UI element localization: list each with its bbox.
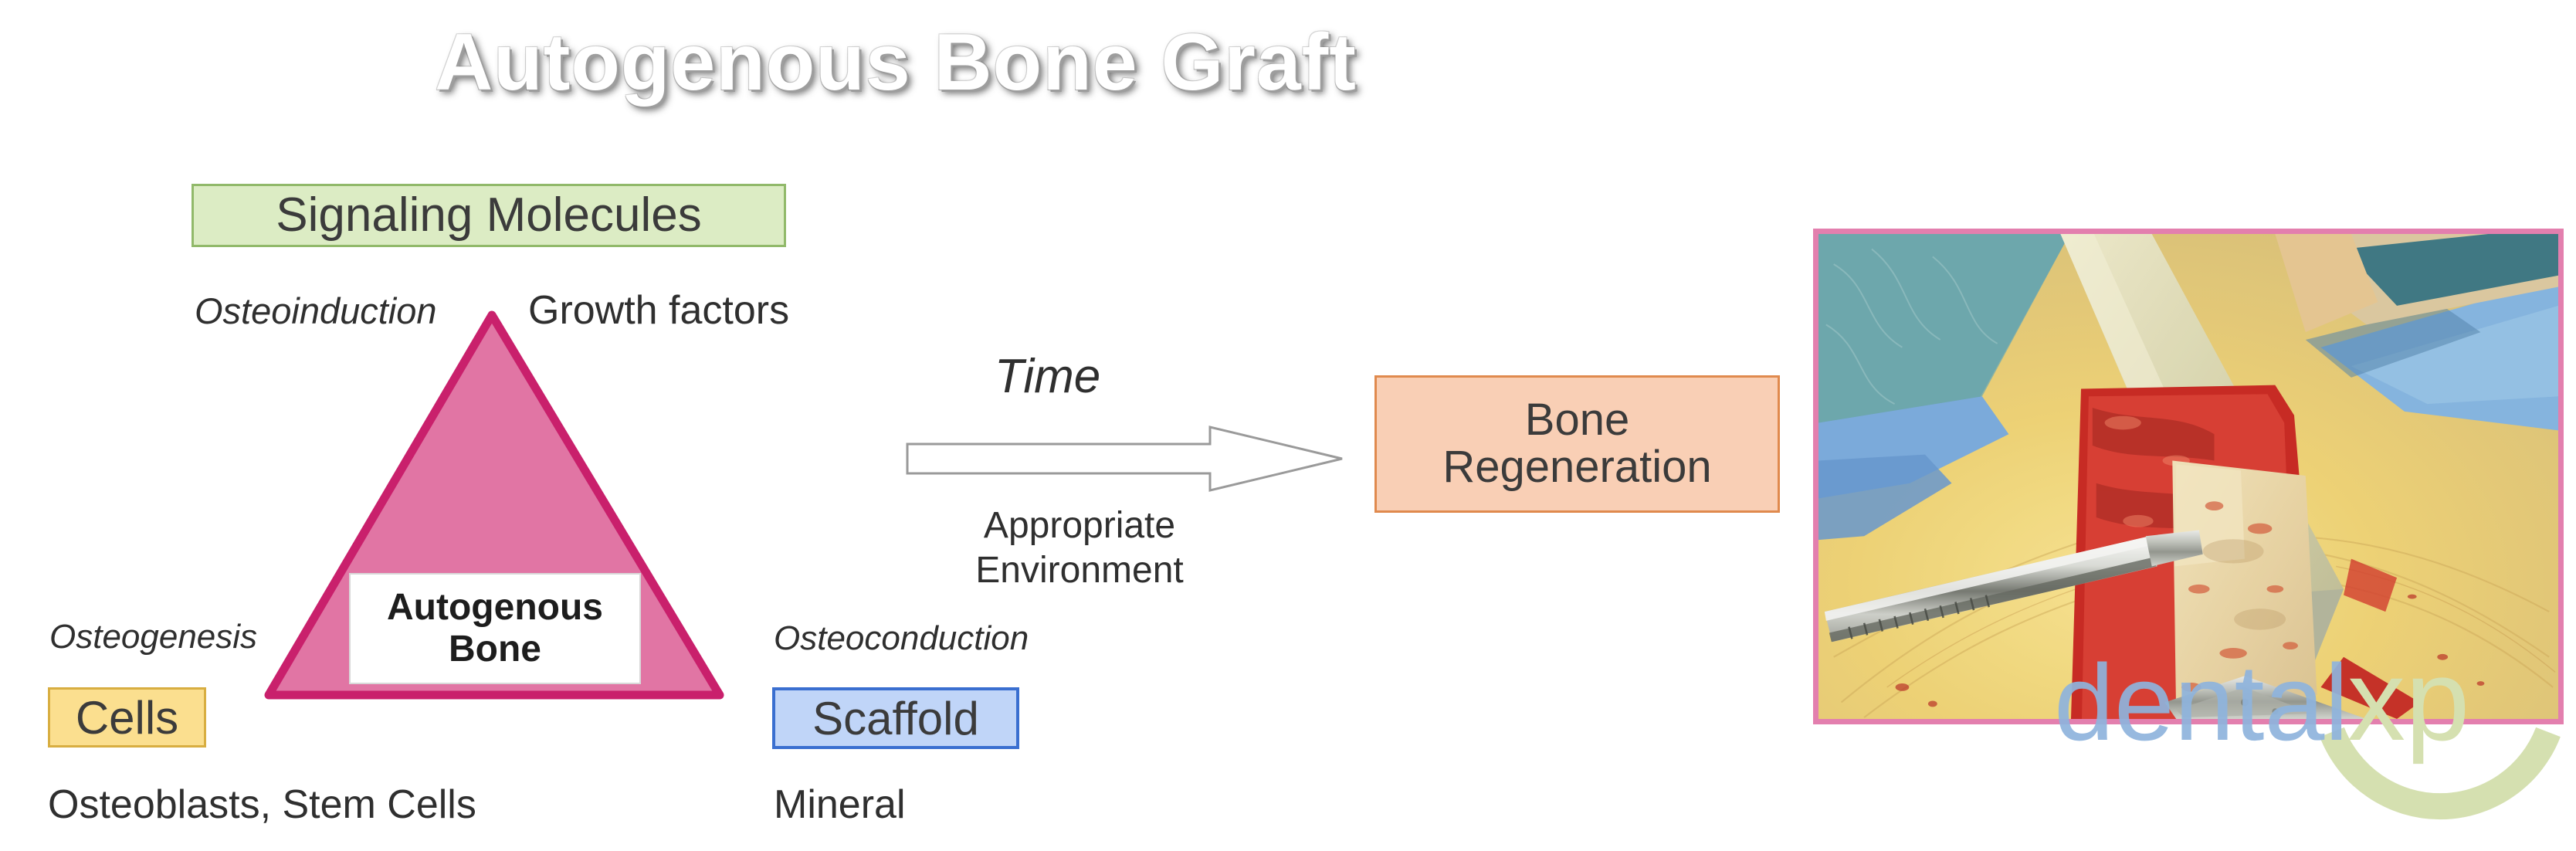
appropriate-environment-label: Appropriate Environment	[964, 503, 1195, 592]
cells-box: Cells	[48, 687, 206, 748]
time-label: Time	[995, 350, 1101, 403]
growth-factors-label: Growth factors	[528, 288, 790, 333]
mineral-label: Mineral	[774, 782, 906, 827]
cells-label: Cells	[75, 691, 179, 744]
bone-regeneration-box: Bone Regeneration	[1374, 375, 1780, 513]
osteoblasts-stem-cells-label: Osteoblasts, Stem Cells	[48, 782, 476, 827]
scaffold-box: Scaffold	[772, 687, 1019, 749]
bone-regeneration-line2: Regeneration	[1442, 442, 1712, 492]
watermark-arc	[2320, 727, 2561, 820]
environment-line2: Environment	[975, 549, 1184, 591]
environment-line1: Appropriate	[983, 505, 1176, 546]
osteoinduction-label: Osteoinduction	[195, 290, 437, 331]
page-title: Autogenous Bone Graft	[435, 18, 1357, 107]
autogenous-bone-center-box: Autogenous Bone	[349, 573, 641, 684]
signaling-molecules-box: Signaling Molecules	[192, 184, 786, 247]
signaling-molecules-label: Signaling Molecules	[276, 188, 702, 242]
scaffold-label: Scaffold	[812, 692, 979, 744]
osteoconduction-label: Osteoconduction	[774, 619, 1029, 657]
bone-regeneration-line1: Bone	[1524, 395, 1630, 446]
osteogenesis-label: Osteogenesis	[49, 618, 258, 656]
autogenous-bone-line1: Autogenous	[387, 587, 603, 629]
surgical-photo	[1813, 229, 2564, 724]
autogenous-bone-line2: Bone	[449, 629, 541, 670]
right-arrow-icon	[905, 423, 1345, 494]
